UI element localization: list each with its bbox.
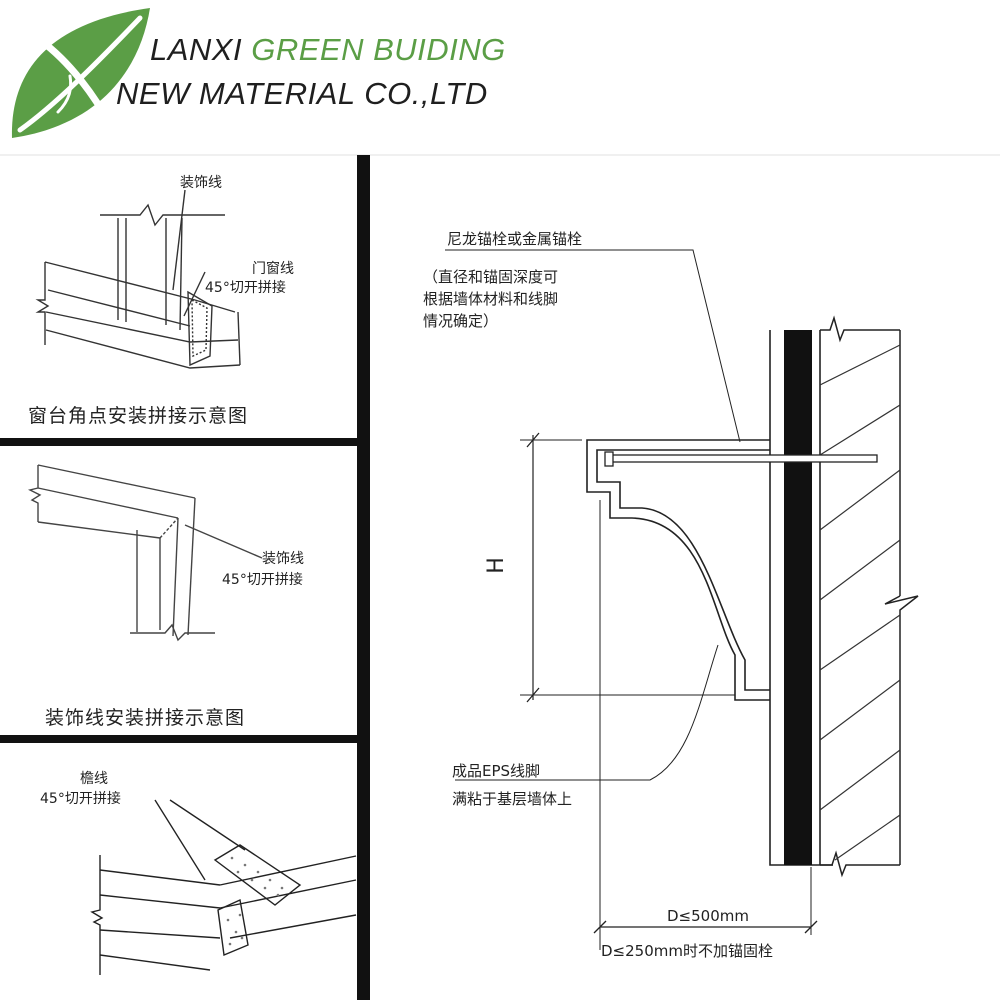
frame-label: 门窗线: [252, 261, 294, 277]
product-label-2: 满粘于基层墙体上: [452, 790, 573, 808]
insulation-layer: [784, 330, 812, 865]
company-name-part-2: GREEN BUIDING: [251, 32, 506, 67]
trim-corner-drawing: [27, 464, 263, 642]
anchor-note-2: 根据墙体材料和线脚: [423, 290, 559, 308]
anchor-note-1: （直径和锚固深度可: [423, 268, 559, 286]
vertical-divider: [357, 155, 370, 1000]
panel2-caption: 装饰线安装拼接示意图: [45, 707, 246, 729]
company-name-line-2: NEW MATERIAL CO.,LTD: [116, 76, 488, 111]
panel-divider-1: [0, 438, 360, 446]
company-name-line-1: LANXI GREEN BUIDING: [150, 32, 506, 68]
anchor-note-3: 情况确定）: [423, 312, 499, 330]
leaf-x-logo-icon: [11, 8, 150, 138]
eave-label: 檐线: [80, 771, 108, 787]
masonry-hatching: [819, 344, 901, 861]
brand-header: LANXI GREEN BUIDING NEW MATERIAL CO.,LTD: [0, 0, 1000, 155]
eave-line-drawing: [90, 799, 357, 975]
cut-label-1: 45°切开拼接: [205, 280, 286, 296]
panel-divider-2: [0, 735, 360, 743]
trim-label-2: 装饰线: [262, 551, 304, 567]
cut-label-2: 45°切开拼接: [222, 572, 303, 588]
anchor-title: 尼龙锚栓或金属锚栓: [447, 230, 583, 248]
company-name-part-1: LANXI: [150, 32, 252, 67]
dimension-label-2: D≤250mm时不加锚固栓: [601, 942, 773, 960]
window-sill-corner-drawing: [35, 189, 241, 369]
panel1-caption: 窗台角点安装拼接示意图: [28, 405, 249, 427]
height-label: H: [483, 557, 509, 574]
product-label-1: 成品EPS线脚: [452, 762, 541, 780]
cut-label-3: 45°切开拼接: [40, 791, 121, 807]
eave-foam-texture: [226, 856, 284, 946]
dimension-label-1: D≤500mm: [667, 907, 749, 925]
cornice-section-drawing: [445, 249, 919, 950]
trim-label-1: 装饰线: [180, 175, 222, 191]
